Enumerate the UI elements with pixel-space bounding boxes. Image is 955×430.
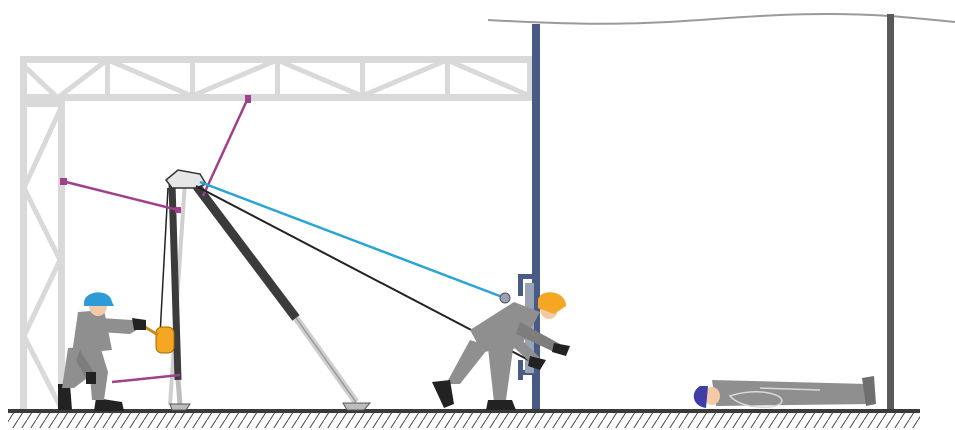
rescuer-kneeling-winch: [58, 292, 146, 411]
ceiling-line: [487, 12, 955, 25]
ground: [8, 409, 920, 428]
victim-lying: [693, 376, 876, 409]
rescuer-leaning-forward: [432, 292, 570, 410]
tripod-rescue-system: [144, 169, 372, 411]
truss-gantry: [20, 56, 532, 411]
confined-space-wall: [518, 14, 894, 412]
sling-ends: [60, 95, 251, 213]
anchor-slings: [61, 97, 250, 384]
